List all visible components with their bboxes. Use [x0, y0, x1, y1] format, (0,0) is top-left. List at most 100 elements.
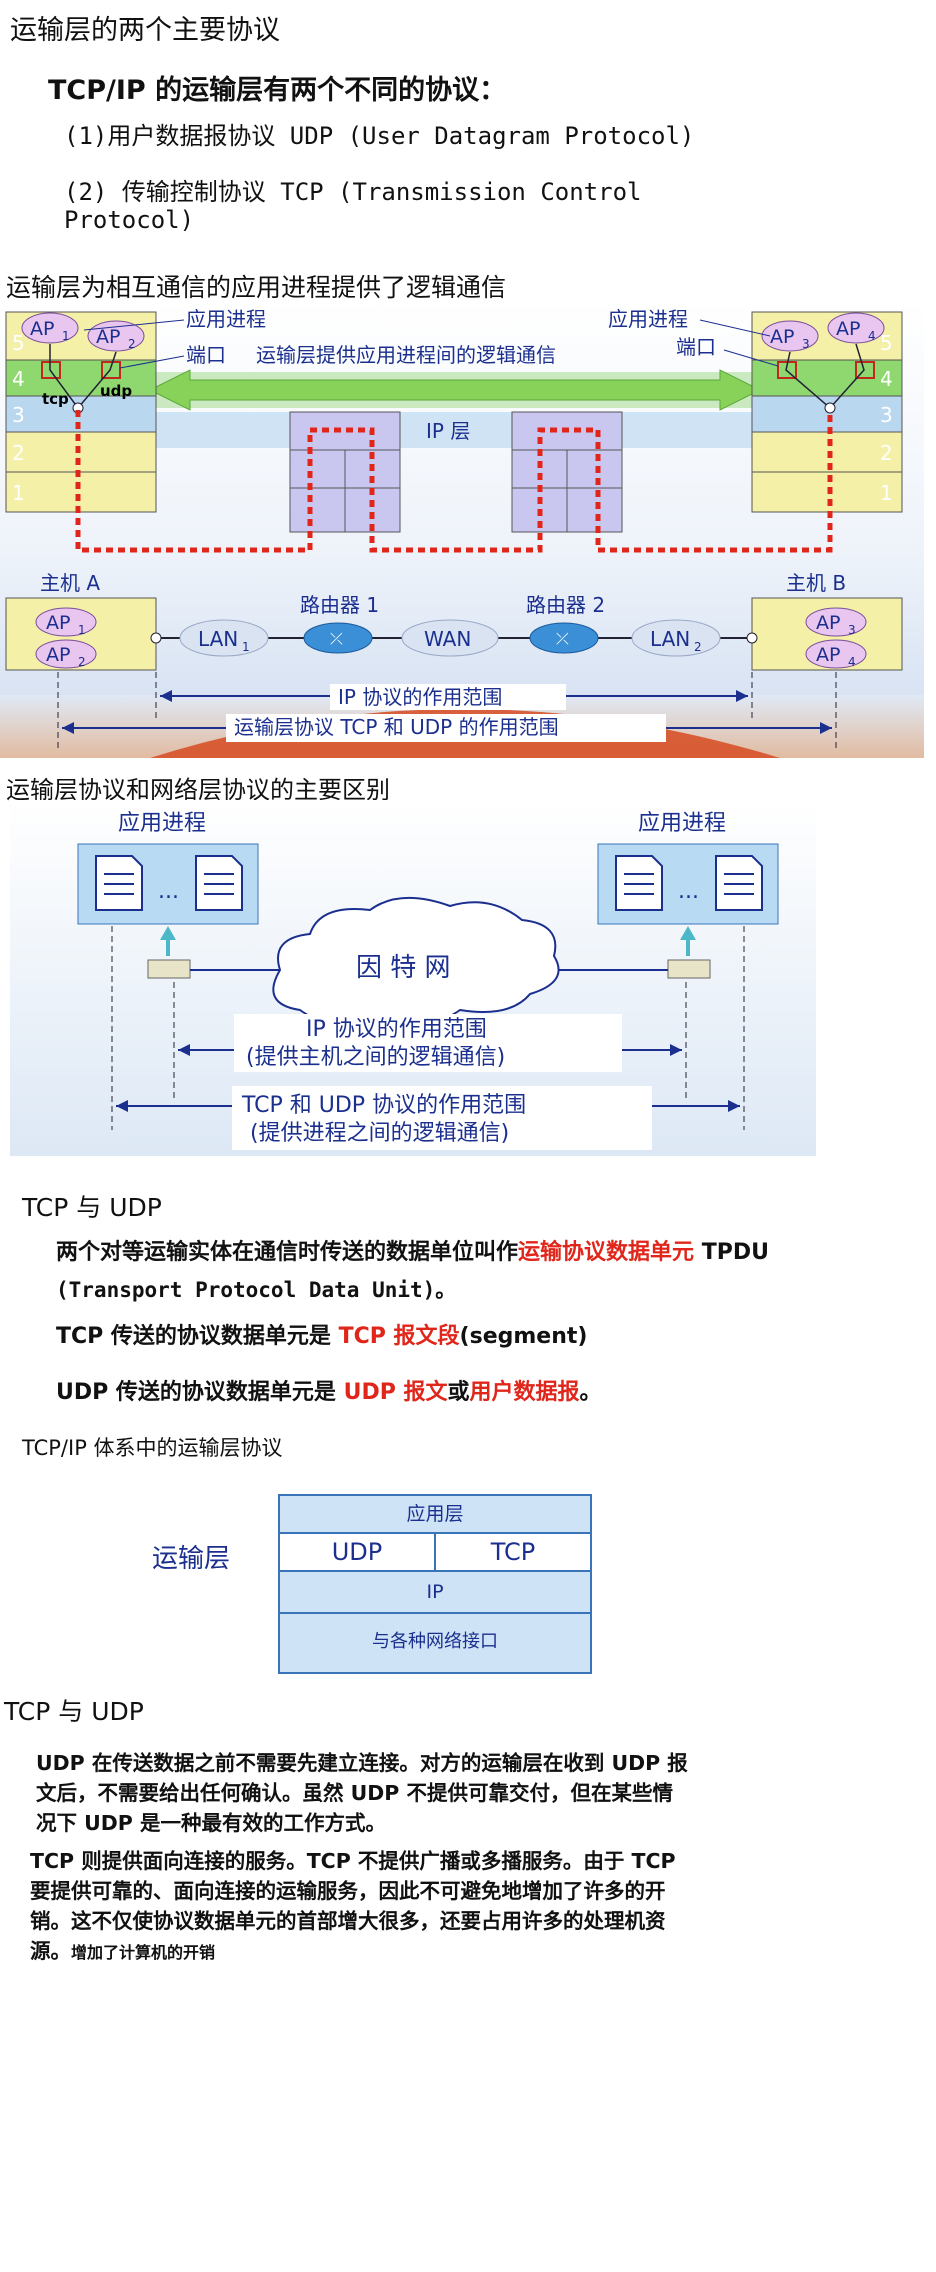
lan2-sub: 2: [694, 640, 702, 654]
transport-scope-label: 运输层协议 TCP 和 UDP 的作用范围: [234, 715, 559, 739]
section6-title: TCP 与 UDP: [4, 1697, 144, 1726]
port-left-udp: [101, 361, 121, 379]
ip-cell: IP: [280, 1570, 590, 1614]
section1-item2b: Protocol): [64, 206, 195, 234]
svg-text:⤫: ⤫: [556, 629, 569, 648]
section4-para2: TCP 传送的协议数据单元是 TCP 报文段(segment): [56, 1324, 588, 1349]
lan2-cloud: [631, 619, 721, 657]
udp-label: udp: [100, 382, 132, 400]
application-layer-cell: 应用层: [280, 1496, 590, 1534]
ap2-bottom-label: AP: [46, 644, 70, 666]
layer-number-left-4: 4: [12, 367, 25, 391]
port-right-1: [777, 361, 797, 379]
port-left-tcp: [41, 361, 61, 379]
handwritten-note: 增加了计算机的开销: [71, 1943, 216, 1962]
ap3-bottom-sub: 3: [848, 623, 856, 637]
router1-label: 路由器 1: [300, 593, 379, 617]
udp-cell: UDP: [280, 1534, 436, 1570]
tcp-description: TCP 则提供面向连接的服务。TCP 不提供广播或多播服务。由于 TCP 要提供…: [30, 1849, 676, 1963]
port-label-left: 端口: [186, 343, 226, 367]
layer-number-right-5: 5: [880, 331, 893, 355]
ap4-top-sub: 4: [868, 329, 876, 343]
ap4-bottom-label: AP: [816, 644, 840, 666]
section1-item2a: (2) 传输控制协议 TCP (Transmission Control: [64, 178, 642, 206]
data-path-line: [75, 410, 833, 553]
ap1-top-label: AP: [30, 318, 54, 340]
tcp-cell: TCP: [436, 1534, 590, 1570]
app-process-left-label: 应用进程: [118, 811, 206, 836]
ap2-bottom-sub: 2: [78, 655, 86, 669]
section4-title: TCP 与 UDP: [22, 1193, 162, 1222]
host-right-icon: [667, 959, 711, 979]
transport-layer-label: 运输层: [152, 1544, 231, 1574]
layer-number-right-1: 1: [880, 481, 893, 505]
section4-para1-cont: (Transport Protocol Data Unit)。: [56, 1278, 457, 1302]
transport-vs-network-diagram: 应用进程 应用进程 ... ... 因 特 网 IP 协议的作用范围 (提供主机…: [10, 800, 816, 1156]
section1-item1: (1)用户数据报协议 UDP (User Datagram Protocol): [64, 122, 695, 150]
section3-title: 运输层协议和网络层协议的主要区别: [6, 776, 390, 804]
ap1-bottom-label: AP: [46, 612, 70, 634]
ip-scope-line2: (提供主机之间的逻辑通信): [246, 1045, 505, 1070]
tcp-udp-scope-line2: (提供进程之间的逻辑通信): [250, 1121, 509, 1146]
layer-number-left-2: 2: [12, 441, 25, 465]
logical-communication-diagram: 5 4 3 2 1 5 4 3 2 1 AP 1 AP 2 AP 3 AP 4 …: [0, 300, 924, 758]
router2-icon: [529, 622, 599, 654]
ap3-top-sub: 3: [802, 337, 810, 351]
lan1-sub: 1: [242, 640, 250, 654]
svg-text:⤫: ⤫: [330, 629, 343, 648]
layer-number-right-3: 3: [880, 403, 893, 427]
wan-cloud: [401, 619, 499, 657]
ap3-top-label: AP: [770, 326, 794, 348]
left-protocol-stack: [5, 311, 157, 513]
router2-label: 路由器 2: [526, 593, 605, 617]
protocol-stack-box: 应用层 UDP TCP IP 与各种网络接口: [278, 1494, 592, 1674]
port-right-2: [855, 361, 875, 379]
router1-stack: [289, 411, 401, 533]
section5-title: TCP/IP 体系中的运输层协议: [22, 1436, 283, 1460]
tcp-label: tcp: [42, 390, 69, 408]
ellipsis-left: ...: [158, 879, 179, 904]
section4-para1: 两个对等运输实体在通信时传送的数据单位叫作运输协议数据单元 TPDU: [56, 1240, 769, 1265]
ip-layer-label: IP 层: [426, 419, 470, 443]
section1-title: 运输层的两个主要协议: [10, 15, 280, 46]
tcp-segment-term: TCP 报文段: [338, 1324, 460, 1349]
ellipsis-right: ...: [678, 879, 699, 904]
ip-scope-line1: IP 协议的作用范围: [306, 1017, 487, 1042]
section2-title: 运输层为相互通信的应用进程提供了逻辑通信: [6, 273, 507, 302]
section4-para3: UDP 传送的协议数据单元是 UDP 报文或用户数据报。: [56, 1380, 602, 1405]
tcp-udp-scope-line1: TCP 和 UDP 协议的作用范围: [241, 1093, 526, 1118]
network-interface-cell: 与各种网络接口: [372, 1631, 498, 1652]
udp-description: UDP 在传送数据之前不需要先建立连接。对方的运输层在收到 UDP 报 文后，不…: [36, 1751, 688, 1835]
tpdu-term: 运输协议数据单元: [518, 1240, 695, 1265]
router1-icon: [303, 622, 373, 654]
udp-message-term: UDP 报文: [343, 1380, 448, 1405]
ap1-bottom-sub: 1: [78, 623, 86, 637]
app-process-label-left: 应用进程: [186, 307, 266, 331]
lan2-label: LAN: [650, 627, 690, 651]
layer-number-left-5: 5: [12, 331, 25, 355]
ap2-top-sub: 2: [128, 337, 136, 351]
logical-comm-label: 运输层提供应用进程间的逻辑通信: [256, 343, 556, 367]
port-label-right: 端口: [676, 335, 716, 359]
internet-label: 因 特 网: [356, 953, 451, 983]
app-process-label-right: 应用进程: [608, 307, 688, 331]
ap2-top-label: AP: [96, 326, 120, 348]
app-process-right-label: 应用进程: [638, 811, 726, 836]
layer-number-right-2: 2: [880, 441, 893, 465]
ap1-top-sub: 1: [62, 329, 70, 343]
ip-scope-label: IP 协议的作用范围: [338, 685, 502, 709]
layer-number-left-1: 1: [12, 481, 25, 505]
lan1-label: LAN: [198, 627, 238, 651]
host-b-label: 主机 B: [786, 571, 846, 595]
ap3-bottom-label: AP: [816, 612, 840, 634]
ap4-bottom-sub: 4: [848, 655, 856, 669]
lan1-cloud: [179, 619, 269, 657]
layer-number-right-4: 4: [880, 367, 893, 391]
host-a-label: 主机 A: [40, 571, 100, 595]
section1-subtitle: TCP/IP 的运输层有两个不同的协议：: [48, 75, 507, 106]
wan-label: WAN: [424, 627, 471, 651]
layer-number-left-3: 3: [12, 403, 25, 427]
user-datagram-term: 用户数据报: [469, 1380, 580, 1405]
host-left-icon: [147, 959, 191, 979]
ap4-top-label: AP: [836, 318, 860, 340]
